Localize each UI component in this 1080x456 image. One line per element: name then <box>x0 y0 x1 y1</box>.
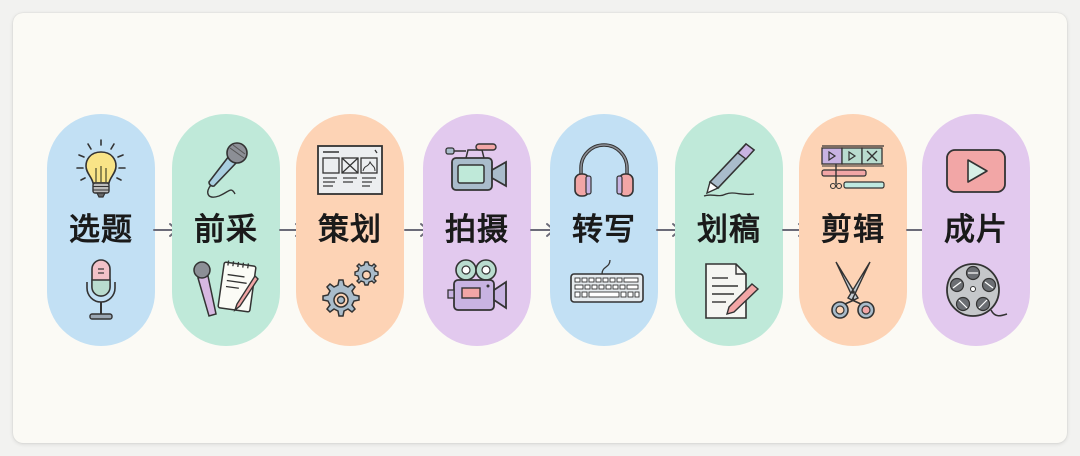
film-camera-icon <box>442 258 512 322</box>
step-topic-selection: 选题 <box>47 114 155 346</box>
pen-icon <box>694 138 764 202</box>
headphones-icon <box>569 138 639 202</box>
step-label: 剪辑 <box>821 212 885 248</box>
step-editing: 剪辑 <box>799 114 907 346</box>
step-label: 拍摄 <box>445 212 509 248</box>
keyboard-icon <box>569 258 644 322</box>
step-label: 前采 <box>194 212 258 248</box>
podcast-microphone-icon <box>66 258 136 322</box>
step-filming: 拍摄 <box>423 114 531 346</box>
step-label: 选题 <box>69 212 133 248</box>
diagram-card: 选题 前采 <box>13 13 1067 443</box>
step-draft-marking: 划稿 <box>675 114 783 346</box>
scissors-icon <box>818 258 888 322</box>
step-label: 成片 <box>944 212 1008 248</box>
step-label: 转写 <box>572 212 636 248</box>
step-label: 划稿 <box>697 212 761 248</box>
handheld-microphone-icon <box>191 138 261 202</box>
step-transcription: 转写 <box>550 114 658 346</box>
video-timeline-icon <box>818 138 888 202</box>
document-with-pencil-icon <box>694 258 764 322</box>
step-pre-interview: 前采 <box>172 114 280 346</box>
gears-icon <box>315 258 385 322</box>
step-label: 策划 <box>318 212 382 248</box>
lightbulb-icon <box>66 138 136 202</box>
microphone-and-notepad-icon <box>191 258 261 322</box>
play-button-icon <box>941 138 1011 202</box>
step-final-video: 成片 <box>922 114 1030 346</box>
camcorder-icon <box>442 138 512 202</box>
film-reel-icon <box>941 258 1011 322</box>
step-planning: 策划 <box>296 114 404 346</box>
wireframe-storyboard-icon <box>315 138 385 202</box>
